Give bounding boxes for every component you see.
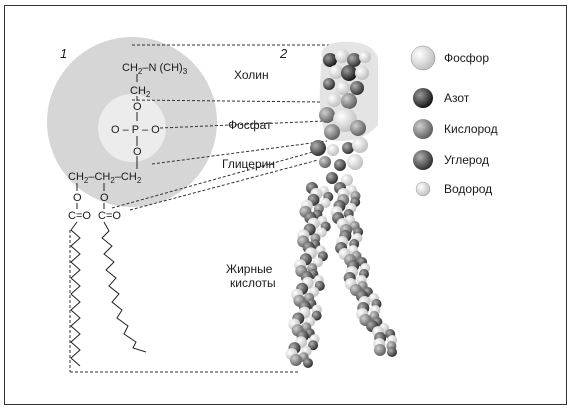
head-group-atoms xyxy=(319,49,371,140)
atom-sphere xyxy=(326,172,338,184)
atom-sphere xyxy=(342,142,354,154)
fatty-acid-atoms xyxy=(285,137,398,368)
figure-frame xyxy=(4,5,567,405)
oxygen-sphere-icon xyxy=(413,119,433,139)
atom-sphere xyxy=(327,144,339,156)
formula-o-right: O xyxy=(100,192,109,204)
legend-label: Фосфор xyxy=(444,51,490,65)
atom-sphere xyxy=(352,137,368,153)
legend-label: Водород xyxy=(444,182,493,196)
legend-label: Кислород xyxy=(444,122,498,136)
atom-sphere xyxy=(387,347,397,357)
nitrogen-sphere-icon xyxy=(413,88,433,108)
label-fatty-acids-1: Жирные xyxy=(226,262,273,276)
formula-ch2-top: CH2 xyxy=(130,85,151,100)
formula-glycerol: CH2–CH2–CH2 xyxy=(68,171,142,186)
legend-label: Углерод xyxy=(444,153,489,167)
carbon-sphere-icon xyxy=(413,150,433,170)
atom-sphere xyxy=(320,197,331,208)
phosphorus-sphere-icon xyxy=(410,45,436,71)
connector-lines xyxy=(69,44,333,373)
formula-o-left: O xyxy=(73,192,82,204)
atom-sphere xyxy=(341,174,353,186)
panel-number-2: 2 xyxy=(280,46,288,61)
legend-label: Азот xyxy=(444,91,470,105)
label-glycerol: Глицерин xyxy=(222,157,275,171)
atom-sphere xyxy=(310,140,326,156)
legend-item-oxygen: Кислород xyxy=(410,118,498,140)
legend-item-carbon: Углерод xyxy=(410,149,489,171)
atom-sphere xyxy=(290,354,302,366)
atom-sphere xyxy=(311,310,322,321)
atom-sphere xyxy=(334,159,346,171)
atom-sphere xyxy=(308,340,319,351)
fatty-acid-chain-right xyxy=(101,221,147,353)
atom-sphere xyxy=(316,227,327,238)
legend-item-hydrogen: Водород xyxy=(410,178,492,200)
atom-sphere xyxy=(347,154,363,170)
panel-number-1: 1 xyxy=(60,46,68,61)
atom-sphere xyxy=(303,358,313,368)
formula-choline: CH2–N (CH)3 xyxy=(122,62,188,77)
hydrogen-sphere-icon xyxy=(415,181,431,197)
formula-bonds xyxy=(76,74,138,209)
atom-sphere xyxy=(319,156,331,168)
formula-ester-right: C=O xyxy=(98,210,121,222)
label-phosphate: Фосфат xyxy=(228,118,272,132)
atom-sphere xyxy=(374,344,386,356)
formula-phosphate: O – P – O xyxy=(111,124,160,136)
fatty-acid-chain-left xyxy=(70,221,81,367)
formula-ester-left: C=O xyxy=(68,210,91,222)
label-choline: Холин xyxy=(234,68,269,82)
phosphate-circle xyxy=(98,94,166,162)
formula-o-top: O xyxy=(133,101,142,113)
legend-item-phosphorus: Фосфор xyxy=(410,45,490,71)
formula-o-bottom: O xyxy=(133,146,142,158)
label-fatty-acids-2: кислоты xyxy=(230,276,276,290)
legend-item-nitrogen: Азот xyxy=(410,87,469,109)
